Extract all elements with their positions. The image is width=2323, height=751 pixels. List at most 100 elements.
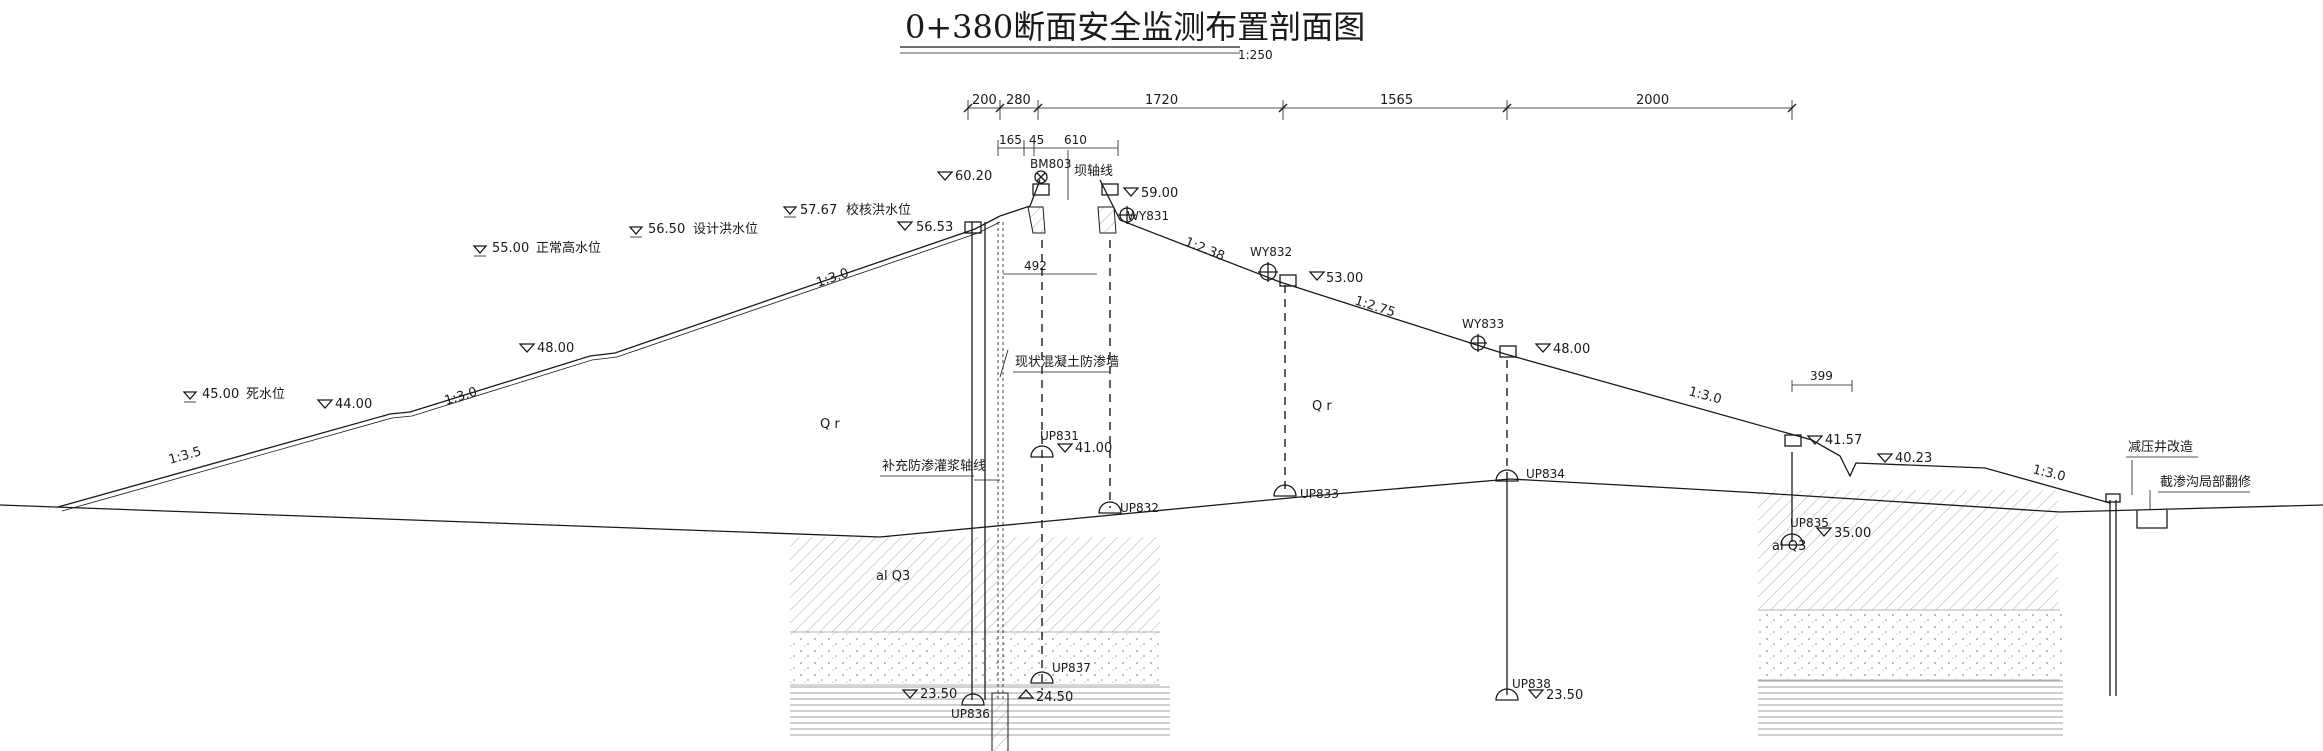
elev-4157: 41.57 [1825, 433, 1862, 448]
label-cutoff-wall: 现状混凝土防渗墙 [1015, 354, 1119, 370]
label-up831: UP831 [1040, 429, 1079, 443]
tip-up831 [1030, 445, 1054, 458]
elev-4400: 44.00 [335, 397, 372, 412]
label-bm803: BM803 [1030, 157, 1072, 171]
marker-wy832 [1279, 274, 1297, 287]
slope-up3: 1:3.5 [167, 444, 203, 468]
elev-4023: 40.23 [1895, 451, 1932, 466]
label-qr-right: Q r [1312, 399, 1332, 414]
elev-4800-upstream: 48.00 [537, 341, 574, 356]
tip-up834 [1495, 469, 1519, 482]
label-up838: UP838 [1512, 677, 1551, 691]
elev-2350-right: 23.50 [1546, 688, 1583, 703]
label-up837: UP837 [1052, 661, 1091, 675]
design-flood-elev: 56.50 [648, 222, 685, 237]
dim-1720: 1720 [1145, 93, 1178, 108]
wy832-symbol [1258, 262, 1278, 282]
slope-down2: 1:2.75 [1353, 294, 1397, 321]
check-flood-name: 校核洪水位 [846, 202, 911, 218]
elev-5900: 59.00 [1141, 186, 1178, 201]
normal-level-elev: 55.00 [492, 241, 529, 256]
label-grout-axis: 补充防渗灌浆轴线 [882, 458, 986, 474]
instrument-labels: BM803 WY831 WY832 WY833 UP831 UP832 UP83… [951, 157, 1829, 721]
surface-markers [964, 183, 2121, 503]
ground-line [0, 478, 2323, 538]
dim-165: 165 [999, 133, 1022, 147]
elev-5300: 53.00 [1326, 271, 1363, 286]
drawing-title: 0+380断面安全监测布置剖面图 [905, 8, 1365, 46]
tip-up837 [1030, 671, 1054, 684]
label-up836: UP836 [951, 707, 990, 721]
elev-3500: 35.00 [1834, 526, 1871, 541]
downstream-slope [1119, 219, 2111, 504]
marker-upstream-crest [964, 221, 982, 234]
dim-610: 610 [1064, 133, 1087, 147]
elev-4100: 41.00 [1075, 441, 1112, 456]
slope-down3: 1:3.0 [1687, 384, 1723, 407]
elev-6020: 60.20 [955, 169, 992, 184]
dim-492: 492 [1024, 259, 1047, 273]
tip-up835 [1780, 533, 1804, 546]
marker-relief-well [2105, 493, 2121, 503]
elev-5653: 56.53 [916, 220, 953, 235]
dam-body: 492 [57, 179, 2111, 512]
label-wy831: WY831 [1127, 209, 1169, 223]
upstream-slope [57, 215, 1001, 508]
foundation [790, 490, 2063, 738]
wy831-symbol [1118, 206, 1136, 224]
label-up834: UP834 [1526, 467, 1565, 481]
cutoff-wall [971, 222, 1009, 751]
label-dam-axis: 坝轴线 [1074, 164, 1113, 179]
wy833-symbol [1469, 334, 1487, 352]
label-drain-ditch: 截渗沟局部翻修 [2160, 475, 2251, 490]
elev-2350-left: 23.50 [920, 687, 957, 702]
label-up833: UP833 [1300, 487, 1339, 501]
elev-2450: 24.50 [1036, 690, 1073, 705]
label-up832: UP832 [1120, 501, 1159, 515]
dim-200: 200 [972, 93, 997, 108]
dim-280: 280 [1006, 93, 1031, 108]
dead-level-name: 死水位 [246, 387, 285, 402]
tip-up836 [961, 693, 985, 706]
label-al1: al Q3 [876, 569, 910, 584]
dead-level-elev: 45.00 [202, 387, 239, 402]
label-wy833: WY833 [1462, 317, 1504, 331]
grout-column [991, 692, 1009, 751]
leaders [974, 150, 2151, 510]
marker-crest-right [1101, 183, 1119, 196]
normal-level-name: 正常高水位 [536, 240, 601, 256]
label-up835: UP835 [1790, 516, 1829, 530]
annotations: 坝轴线 现状混凝土防渗墙 补充防渗灌浆轴线 Q r Q r al Q3 al Q… [820, 164, 2251, 584]
drawing-title-block: 0+380断面安全监测布置剖面图 1:250 [900, 8, 1365, 62]
label-qr-left: Q r [820, 417, 840, 432]
label-wy832: WY832 [1250, 245, 1292, 259]
tip-up833 [1273, 484, 1297, 497]
drawing-scale: 1:250 [1238, 48, 1273, 62]
slope-down1: 1:2.38 [1183, 235, 1227, 264]
elevation-marks: 60.20 59.00 56.53 53.00 48.00 48.00 44.0… [316, 169, 1932, 705]
label-al2: al Q3 [1772, 539, 1806, 554]
dim-1565: 1565 [1380, 93, 1413, 108]
slope-down4: 1:3.0 [2031, 462, 2067, 485]
marker-crest-left [1032, 183, 1050, 196]
dim-399: 399 [1810, 369, 1833, 383]
design-flood-name: 设计洪水位 [693, 222, 758, 237]
slope-up1: 1:3.0 [814, 266, 850, 291]
top-dimension-chain: 200 280 1720 1565 2000 165 45 610 [963, 93, 1797, 156]
tip-up832 [1098, 501, 1122, 514]
check-flood-elev: 57.67 [800, 203, 837, 218]
label-relief-well: 减压井改造 [2128, 440, 2193, 455]
piezometer-tips [961, 445, 1804, 706]
dim-2000: 2000 [1636, 93, 1669, 108]
elev-4800-downstream: 48.00 [1553, 342, 1590, 357]
dim-45: 45 [1029, 133, 1044, 147]
piezometer-tubes [1041, 240, 2168, 696]
water-levels: 57.67 校核洪水位 56.50 设计洪水位 55.00 正常高水位 45.0… [182, 202, 911, 403]
tip-up838 [1495, 688, 1519, 701]
marker-wy833 [1499, 345, 1517, 358]
slope-up2: 1:3.0 [443, 385, 479, 409]
bm803-symbol [1034, 170, 1048, 184]
displacement-targets [1034, 170, 1487, 352]
marker-up835 [1784, 434, 1802, 447]
